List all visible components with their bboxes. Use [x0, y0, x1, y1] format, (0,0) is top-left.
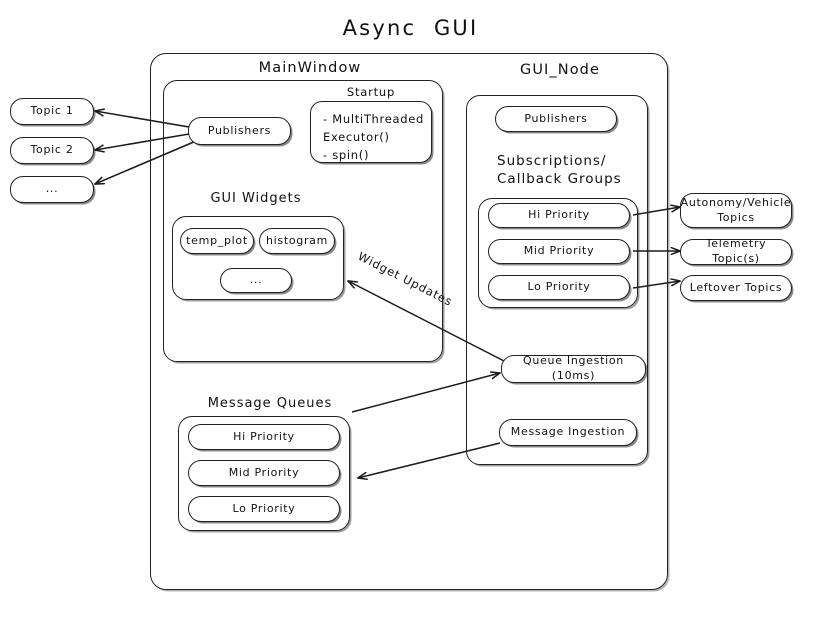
async-gui-outer-frame	[150, 53, 668, 590]
widget-histogram-box[interactable]: histogram	[259, 228, 335, 254]
leftover-topics-label: Leftover Topics	[689, 280, 783, 294]
queue-lo-priority-label: Lo Priority	[232, 501, 296, 515]
main-window-caption: MainWindow	[258, 60, 362, 76]
queue-mid-priority-label: Mid Priority	[228, 465, 300, 479]
topic-2-box[interactable]: Topic 2	[10, 137, 94, 164]
message-queues-container	[178, 416, 350, 531]
widget-more-box[interactable]: ...	[220, 268, 292, 293]
telemetry-topics-label: Telemetry Topic(s)	[705, 237, 767, 265]
main-window-publishers-box[interactable]: Publishers	[188, 117, 291, 145]
callback-lo-priority-box[interactable]: Lo Priority	[488, 275, 630, 300]
widget-temp-plot-box[interactable]: temp_plot	[180, 228, 254, 254]
widget-temp-plot-label: temp_plot	[186, 233, 248, 247]
gui-node-container	[466, 95, 648, 465]
queue-ingestion-box[interactable]: Queue Ingestion (10ms)	[501, 354, 646, 383]
gui-node-caption: GUI_Node	[519, 62, 601, 78]
queue-mid-priority-box[interactable]: Mid Priority	[188, 460, 340, 486]
gui-node-publishers-label: Publishers	[524, 111, 588, 125]
autonomy-vehicle-topics-box[interactable]: Autonomy/Vehicle Topics	[680, 193, 792, 228]
subscriptions-callback-groups-caption: Subscriptions/ Callback Groups	[497, 153, 622, 188]
topic-3-box[interactable]: ...	[10, 176, 94, 203]
callback-mid-priority-box[interactable]: Mid Priority	[488, 239, 630, 264]
message-ingestion-box[interactable]: Message Ingestion	[499, 419, 637, 446]
topic-1-label: Topic 1	[30, 104, 74, 118]
callback-groups-container	[478, 198, 638, 308]
widget-histogram-label: histogram	[265, 233, 329, 247]
startup-box[interactable]: - MultiThreaded Executor() - spin()	[310, 101, 432, 163]
queue-hi-priority-box[interactable]: Hi Priority	[188, 424, 340, 450]
queue-ingestion-label: Queue Ingestion (10ms)	[523, 354, 624, 382]
main-window-container	[163, 80, 443, 362]
callback-mid-priority-label: Mid Priority	[523, 244, 595, 258]
gui-widgets-container	[172, 216, 344, 300]
leftover-topics-box[interactable]: Leftover Topics	[680, 275, 792, 301]
callback-hi-priority-label: Hi Priority	[528, 208, 590, 222]
topic-1-box[interactable]: Topic 1	[10, 98, 94, 125]
gui-node-publishers-box[interactable]: Publishers	[495, 106, 617, 132]
telemetry-topics-box[interactable]: Telemetry Topic(s)	[680, 237, 792, 265]
startup-body: - MultiThreaded Executor() - spin()	[323, 112, 425, 162]
topic-3-label: ...	[45, 182, 59, 196]
message-ingestion-label: Message Ingestion	[510, 425, 626, 439]
widget-more-label: ...	[249, 273, 263, 287]
startup-caption: Startup	[346, 85, 396, 99]
message-queues-caption: Message Queues	[207, 396, 333, 411]
autonomy-vehicle-topics-label: Autonomy/Vehicle Topics	[680, 195, 792, 224]
queue-lo-priority-box[interactable]: Lo Priority	[188, 496, 340, 522]
callback-lo-priority-label: Lo Priority	[527, 280, 591, 294]
main-window-publishers-label: Publishers	[207, 123, 272, 137]
callback-hi-priority-box[interactable]: Hi Priority	[488, 203, 630, 228]
topic-2-label: Topic 2	[30, 143, 74, 157]
gui-widgets-caption: GUI Widgets	[210, 191, 302, 206]
queue-hi-priority-label: Hi Priority	[233, 429, 295, 443]
page-title: Async GUI	[342, 16, 479, 40]
